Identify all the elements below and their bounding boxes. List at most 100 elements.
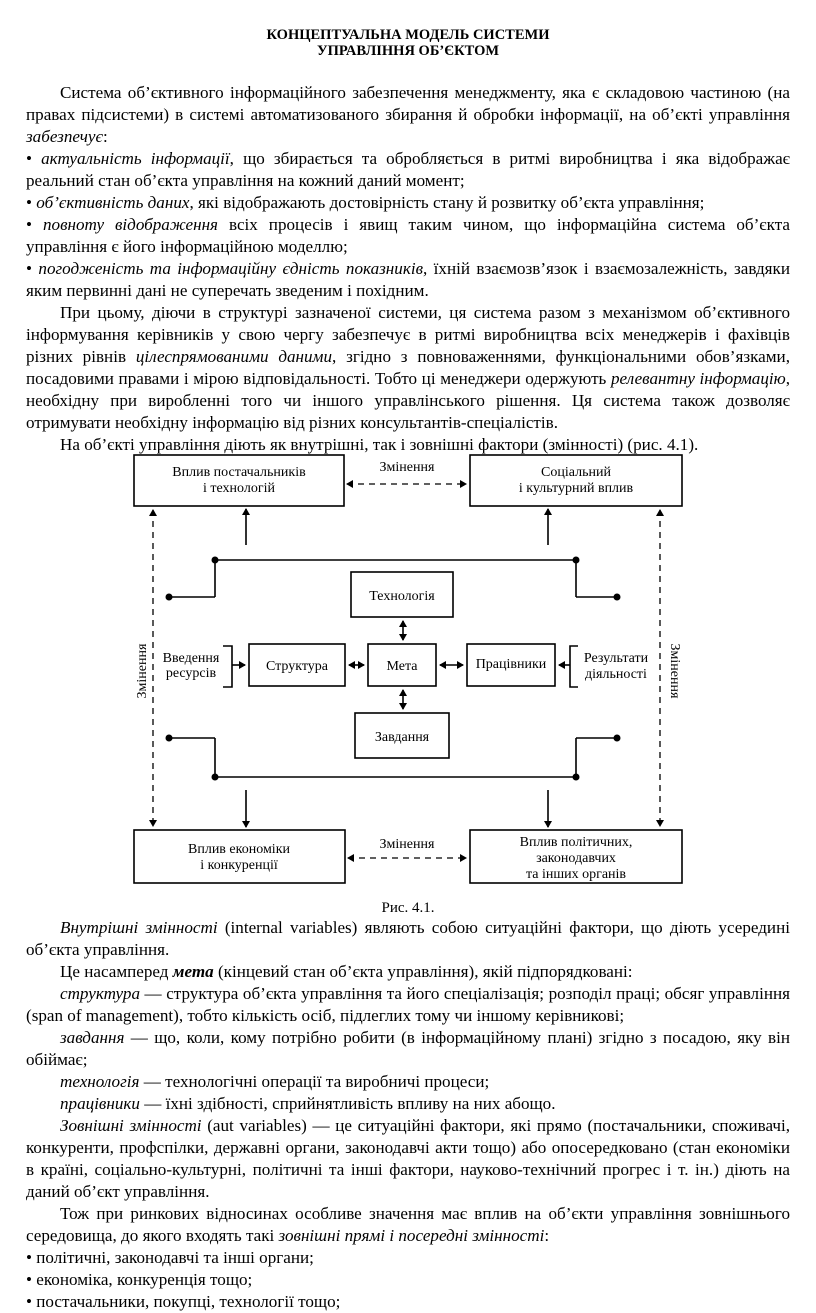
paragraph: Внутрішні змінності (internal variables)… xyxy=(26,917,790,961)
box-technology xyxy=(350,571,454,618)
label-change-right: Змінення xyxy=(667,644,682,699)
text-run: всіх процесів і явищ таким чином, що інф… xyxy=(26,215,790,256)
intro-paragraph: Система об’єктивного інформаційного забе… xyxy=(26,82,790,148)
figure-caption: Рис. 4.1. xyxy=(381,900,435,916)
box-structure xyxy=(248,643,346,687)
list-item: • актуальність інформації, що збирається… xyxy=(26,148,790,192)
body-text: Внутрішні змінності (internal variables)… xyxy=(26,917,790,1313)
box-political xyxy=(469,829,683,884)
text-emphasis: актуальність інформації xyxy=(41,149,230,168)
box-economy xyxy=(133,829,346,884)
label-political-3: та інших органів xyxy=(526,867,626,882)
text-emphasis: Зовнішні змінності xyxy=(60,1116,202,1135)
paragraph: Це насамперед мета (кінцевий стан об’єкт… xyxy=(26,961,790,983)
text-run: Система об’єктивного інформаційного забе… xyxy=(26,83,790,124)
label-technology: Технологія xyxy=(369,589,435,604)
text-run: : xyxy=(544,1226,550,1245)
text-run: , згідно з повноваженнями, функціональни… xyxy=(26,347,790,388)
text-run: — структура об’єкта управління та його с… xyxy=(26,984,790,1025)
box-suppliers xyxy=(133,454,345,507)
label-social-1: Соціальний xyxy=(541,465,611,480)
box-goal xyxy=(367,643,437,687)
definition-item: завдання — що, коли, кому потрібно робит… xyxy=(26,1027,790,1071)
title-line-2: УПРАВЛІННЯ ОБ’ЄКТОМ xyxy=(316,43,500,59)
label-tasks: Завдання xyxy=(375,730,430,745)
text-emphasis: Внутрішні змінності xyxy=(60,918,218,937)
label-goal: Мета xyxy=(387,659,419,674)
text-run: , що збирається та обробляється в ритмі … xyxy=(26,149,790,190)
text-emphasis: технологія xyxy=(60,1072,140,1091)
title-line-1: КОНЦЕПТУАЛЬНА МОДЕЛЬ СИСТЕМИ xyxy=(266,27,550,43)
text-run: , які відображають достовірність стану й… xyxy=(189,193,705,212)
bullet-icon: • xyxy=(26,149,32,168)
bullet-icon: • xyxy=(26,1248,32,1267)
label-input-1: Введення xyxy=(163,651,220,666)
label-structure: Структура xyxy=(266,659,329,674)
page: КОНЦЕПТУАЛЬНА МОДЕЛЬ СИСТЕМИ УПРАВЛІННЯ … xyxy=(0,27,816,1311)
paragraph: Зовнішні змінності (aut variables) — це … xyxy=(26,1115,790,1203)
text-run: — технологічні операції та виробничі про… xyxy=(139,1072,490,1091)
label-result-1: Результати xyxy=(584,651,649,666)
text-emphasis: забезпечує xyxy=(26,127,103,146)
text-emphasis: релевантну інформацію xyxy=(610,369,786,388)
label-suppliers-1: Вплив постачальників xyxy=(172,465,306,480)
paragraph: При цьому, діючи в структурі зазначеної … xyxy=(26,302,790,434)
text-emphasis: мета xyxy=(172,962,214,981)
paragraph: Тож при ринкових відносинах особливе зна… xyxy=(26,1203,790,1247)
page-title: КОНЦЕПТУАЛЬНА МОДЕЛЬ СИСТЕМИ УПРАВЛІННЯ … xyxy=(0,27,816,59)
figure-diagram: Вплив постачальників і технологій Соціал… xyxy=(133,454,683,884)
text-emphasis: завдання xyxy=(60,1028,125,1047)
text-run: , необхідну при виробленні того чи іншог… xyxy=(26,369,790,432)
label-economy-1: Вплив економіки xyxy=(188,842,291,857)
box-workers xyxy=(466,643,556,687)
text-run: — їхні здібності, сприйнятливість впливу… xyxy=(139,1094,556,1113)
bullet-icon: • xyxy=(26,1270,32,1289)
list-item: • об’єктивність даних, які відображають … xyxy=(26,192,790,214)
text-emphasis: об’єктивність даних xyxy=(36,193,190,212)
text-emphasis: погодженість та інформаційну єдність пок… xyxy=(38,259,423,278)
list-item: • політичні, законодавчі та інші органи; xyxy=(26,1247,790,1269)
definition-item: працівники — їхні здібності, сприйнятлив… xyxy=(26,1093,790,1115)
bullet-icon: • xyxy=(26,259,32,278)
text-run: (aut variables) — це ситуаційні фактори,… xyxy=(26,1116,790,1201)
definition-item: структура — структура об’єкта управління… xyxy=(26,983,790,1027)
text-run: політичні, законодавчі та інші органи; xyxy=(36,1248,314,1267)
label-political-1: Вплив політичних, xyxy=(520,835,633,850)
text-run: постачальники, покупці, технології тощо; xyxy=(36,1292,341,1311)
text-run: (internal variables) являють собою ситуа… xyxy=(26,918,790,959)
list-item: • погодженість та інформаційну єдність п… xyxy=(26,258,790,302)
text-run: (кінцевий стан об’єкта управління), якій… xyxy=(213,962,633,981)
label-change-left: Змінення xyxy=(135,643,150,698)
label-political-2: законодавчих xyxy=(536,851,616,866)
text-run: , їхній взаємозв’язок і взаємозалежність… xyxy=(26,259,790,300)
list-item: • постачальники, покупці, технології тощ… xyxy=(26,1291,790,1313)
text-run: : xyxy=(102,127,108,146)
text-run: економіка, конкуренція тощо; xyxy=(36,1270,253,1289)
text-emphasis: повноту відображення xyxy=(42,215,218,234)
label-change-top: Змінення xyxy=(380,460,435,475)
text-emphasis: працівники xyxy=(60,1094,140,1113)
text-emphasis: структура xyxy=(60,984,140,1003)
definition-item: технологія — технологічні операції та ви… xyxy=(26,1071,790,1093)
label-workers: Працівники xyxy=(476,657,547,672)
label-social-2: і культурний вплив xyxy=(519,481,634,496)
label-suppliers-2: і технологій xyxy=(203,481,275,496)
label-input-2: ресурсів xyxy=(166,666,217,681)
bullet-icon: • xyxy=(26,193,32,212)
text-run: При цьому, діючи в структурі зазначеної … xyxy=(26,303,790,366)
text-emphasis: цілеспрямованими даними xyxy=(135,347,333,366)
bullet-icon: • xyxy=(26,1292,32,1311)
list-item: • повноту відображення всіх процесів і я… xyxy=(26,214,790,258)
text-run: — що, коли, кому потрібно робити (в інфо… xyxy=(26,1028,790,1069)
list-item: • економіка, конкуренція тощо; xyxy=(26,1269,790,1291)
text-run: На об’єкті управління діють як внутрішні… xyxy=(60,435,699,454)
label-result-2: діяльності xyxy=(585,667,647,682)
paragraph: На об’єкті управління діють як внутрішні… xyxy=(26,434,790,456)
text-run: Це насамперед xyxy=(60,962,173,981)
box-tasks xyxy=(354,712,450,759)
text-run: Тож при ринкових відносинах особливе зна… xyxy=(26,1204,790,1245)
bullet-icon: • xyxy=(26,215,32,234)
intro-text: Система об’єктивного інформаційного забе… xyxy=(26,82,790,456)
label-change-bottom: Змінення xyxy=(380,837,435,852)
label-economy-2: і конкуренції xyxy=(200,858,278,873)
